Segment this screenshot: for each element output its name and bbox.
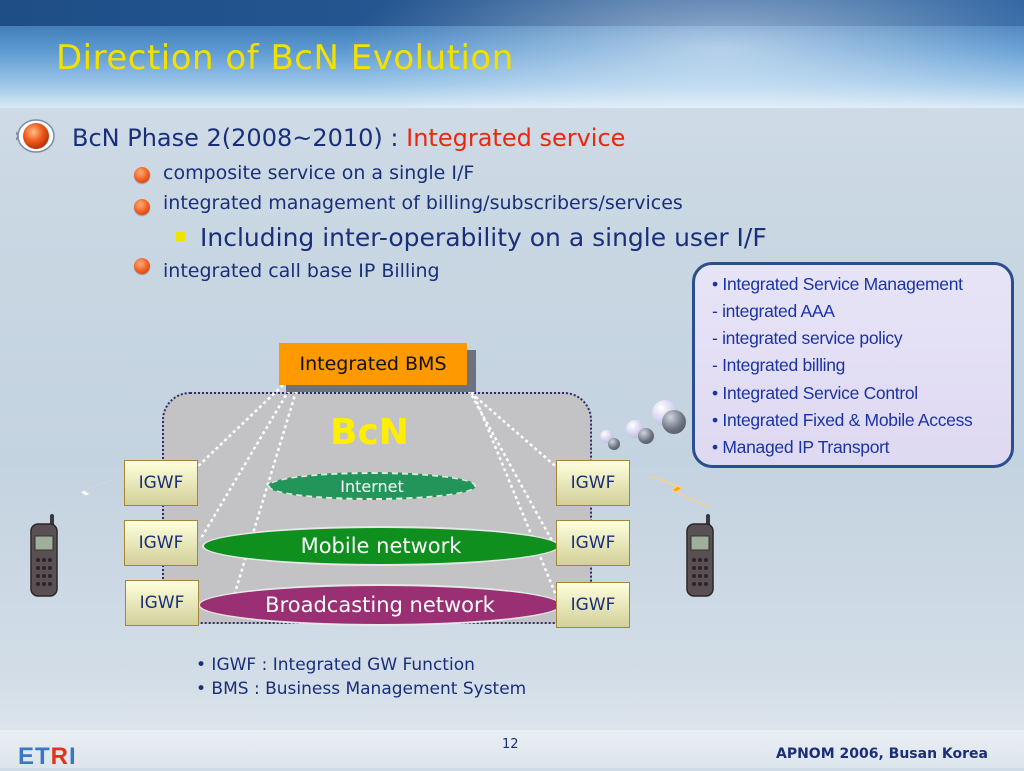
igwf-box: IGWF	[556, 520, 630, 566]
etri-logo-r: R	[50, 743, 70, 770]
callout-line-service-policy: - integrated service policy	[712, 328, 903, 348]
etri-logo-i: I	[69, 743, 77, 770]
wireless-signal-icon	[51, 479, 113, 513]
note-igwf: • IGWF : Integrated GW Function	[196, 655, 475, 675]
internet-network: Internet	[268, 472, 476, 500]
footer-bar	[0, 730, 1024, 768]
slide-title: Direction of BcN Evolution	[56, 38, 514, 78]
broadcasting-network: Broadcasting network	[198, 584, 562, 626]
callout-line-fixed-mobile-access: • Integrated Fixed & Mobile Access	[712, 410, 973, 430]
callout-line-aaa: - integrated AAA	[712, 301, 835, 321]
page-number: 12	[502, 737, 519, 752]
bullet-phase2-highlight: Integrated service	[398, 124, 626, 152]
bullet-phase2: BcN Phase 2(2008~2010) : Integrated serv…	[72, 124, 625, 152]
note-bms: • BMS : Business Management System	[196, 679, 527, 699]
callout-line-service-control: • Integrated Service Control	[712, 383, 918, 403]
callout-line-billing: - Integrated billing	[712, 355, 846, 375]
igwf-box: IGWF	[124, 520, 198, 566]
orange-dot-bullet-icon	[134, 167, 150, 183]
mobile-phone-icon	[30, 514, 58, 597]
bullet-ip-billing: integrated call base IP Billing	[163, 260, 440, 282]
header-banner	[0, 0, 1024, 108]
orange-orb-bullet-icon	[16, 119, 55, 153]
bcn-label: BcN	[330, 412, 409, 453]
thought-bubble	[638, 428, 654, 444]
bullet-interoperability: Including inter-operability on a single …	[200, 223, 767, 252]
bullet-phase2-prefix: BcN Phase 2(2008~2010) :	[72, 124, 399, 152]
mobile-network: Mobile network	[202, 526, 560, 566]
venue-label: APNOM 2006, Busan Korea	[775, 746, 988, 762]
bullet-composite-service: composite service on a single I/F	[163, 162, 475, 184]
igwf-box: IGWF	[124, 460, 198, 506]
header-swoosh	[340, 0, 1024, 108]
mobile-phone-icon	[686, 514, 714, 597]
callout-line-ip-transport: • Managed IP Transport	[712, 437, 890, 457]
callout-line-service-management: • Integrated Service Management	[712, 274, 963, 294]
etri-logo-et: ET	[18, 743, 51, 770]
igwf-box: IGWF	[125, 580, 199, 626]
wireless-signal-icon	[649, 475, 711, 509]
integrated-bms-box: Integrated BMS	[279, 343, 467, 385]
thought-bubble	[662, 410, 686, 434]
thought-bubble	[608, 438, 620, 450]
igwf-box: IGWF	[556, 460, 630, 506]
etri-logo: ETRI	[18, 743, 77, 771]
igwf-box: IGWF	[556, 582, 630, 628]
callout-box	[692, 262, 1014, 468]
orange-dot-bullet-icon	[134, 258, 150, 274]
yellow-square-bullet-icon	[176, 232, 185, 241]
orange-dot-bullet-icon	[134, 199, 150, 215]
bullet-integrated-management: integrated management of billing/subscri…	[163, 192, 683, 214]
